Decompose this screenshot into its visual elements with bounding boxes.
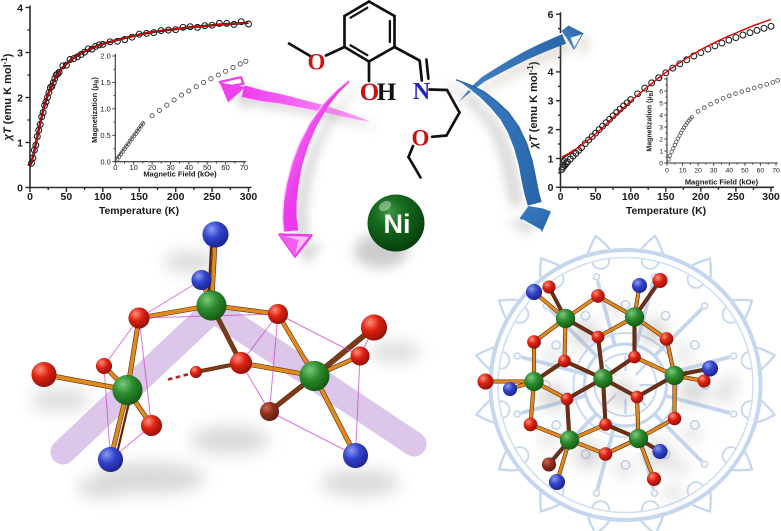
svg-text:0.0: 0.0	[100, 157, 110, 166]
svg-text:O: O	[308, 50, 326, 75]
svg-text:4: 4	[17, 2, 23, 14]
svg-text:1: 1	[659, 148, 663, 155]
svg-text:3: 3	[548, 96, 554, 108]
svg-text:30: 30	[166, 163, 174, 172]
svg-text:250: 250	[727, 191, 745, 203]
svg-text:10: 10	[130, 163, 138, 172]
svg-text:20: 20	[148, 163, 156, 172]
svg-text:150: 150	[657, 191, 675, 203]
svg-text:30: 30	[710, 168, 718, 175]
svg-text:200: 200	[692, 191, 710, 203]
svg-text:Ni: Ni	[384, 209, 411, 239]
svg-text:H: H	[377, 79, 397, 106]
svg-text:60: 60	[757, 168, 765, 175]
svg-text:4: 4	[659, 112, 663, 119]
svg-text:20: 20	[694, 168, 702, 175]
svg-text:70: 70	[772, 168, 780, 175]
svg-text:Temperature (K): Temperature (K)	[626, 205, 706, 217]
svg-text:0: 0	[17, 182, 23, 194]
svg-text:Magnetic Field (kOe): Magnetic Field (kOe)	[685, 178, 759, 187]
svg-text:250: 250	[203, 191, 221, 203]
svg-text:0: 0	[548, 182, 554, 194]
svg-text:0: 0	[113, 163, 117, 172]
svg-text:300: 300	[240, 191, 258, 203]
svg-text:0: 0	[558, 191, 564, 203]
svg-text:1.5: 1.5	[100, 78, 110, 87]
svg-text:7: 7	[659, 76, 663, 83]
svg-text:6: 6	[548, 9, 554, 21]
svg-text:2.0: 2.0	[100, 52, 110, 61]
svg-text:10: 10	[679, 168, 687, 175]
svg-text:1: 1	[548, 153, 554, 165]
svg-text:50: 50	[590, 191, 602, 203]
svg-text:100: 100	[94, 191, 112, 203]
svg-text:0: 0	[27, 191, 33, 203]
svg-text:3: 3	[17, 47, 23, 59]
svg-text:2: 2	[659, 136, 663, 143]
svg-text:50: 50	[61, 191, 73, 203]
svg-text:150: 150	[130, 191, 148, 203]
svg-text:40: 40	[185, 163, 193, 172]
svg-text:Magnetization (μB): Magnetization (μB)	[647, 90, 655, 151]
svg-text:Temperature (K): Temperature (K)	[99, 205, 179, 217]
svg-text:40: 40	[726, 168, 734, 175]
svg-text:0: 0	[665, 168, 669, 175]
svg-text:50: 50	[741, 168, 749, 175]
svg-text:60: 60	[221, 163, 229, 172]
svg-text:1: 1	[17, 137, 23, 149]
svg-text:0: 0	[659, 160, 663, 167]
svg-text:50: 50	[203, 163, 211, 172]
svg-text:N: N	[413, 79, 431, 105]
svg-text:1.0: 1.0	[100, 105, 110, 114]
svg-text:χT (emu K mol-1): χT (emu K mol-1)	[0, 53, 14, 141]
svg-text:100: 100	[622, 191, 640, 203]
svg-text:Magnetic Field (kOe): Magnetic Field (kOe)	[143, 170, 217, 179]
svg-text:0.5: 0.5	[100, 131, 110, 140]
svg-text:Magnetization (μB): Magnetization (μB)	[90, 77, 101, 143]
svg-text:5: 5	[659, 100, 663, 107]
svg-text:6: 6	[659, 88, 663, 95]
svg-text:O: O	[360, 79, 379, 106]
svg-text:2: 2	[548, 124, 554, 136]
svg-text:3: 3	[659, 124, 663, 131]
svg-text:4: 4	[548, 67, 554, 79]
svg-text:2: 2	[17, 92, 23, 104]
svg-text:200: 200	[167, 191, 185, 203]
svg-text:70: 70	[240, 163, 248, 172]
svg-text:χT (emu K mol-1): χT (emu K mol-1)	[526, 61, 540, 149]
svg-text:O: O	[412, 126, 430, 151]
svg-text:300: 300	[762, 191, 780, 203]
